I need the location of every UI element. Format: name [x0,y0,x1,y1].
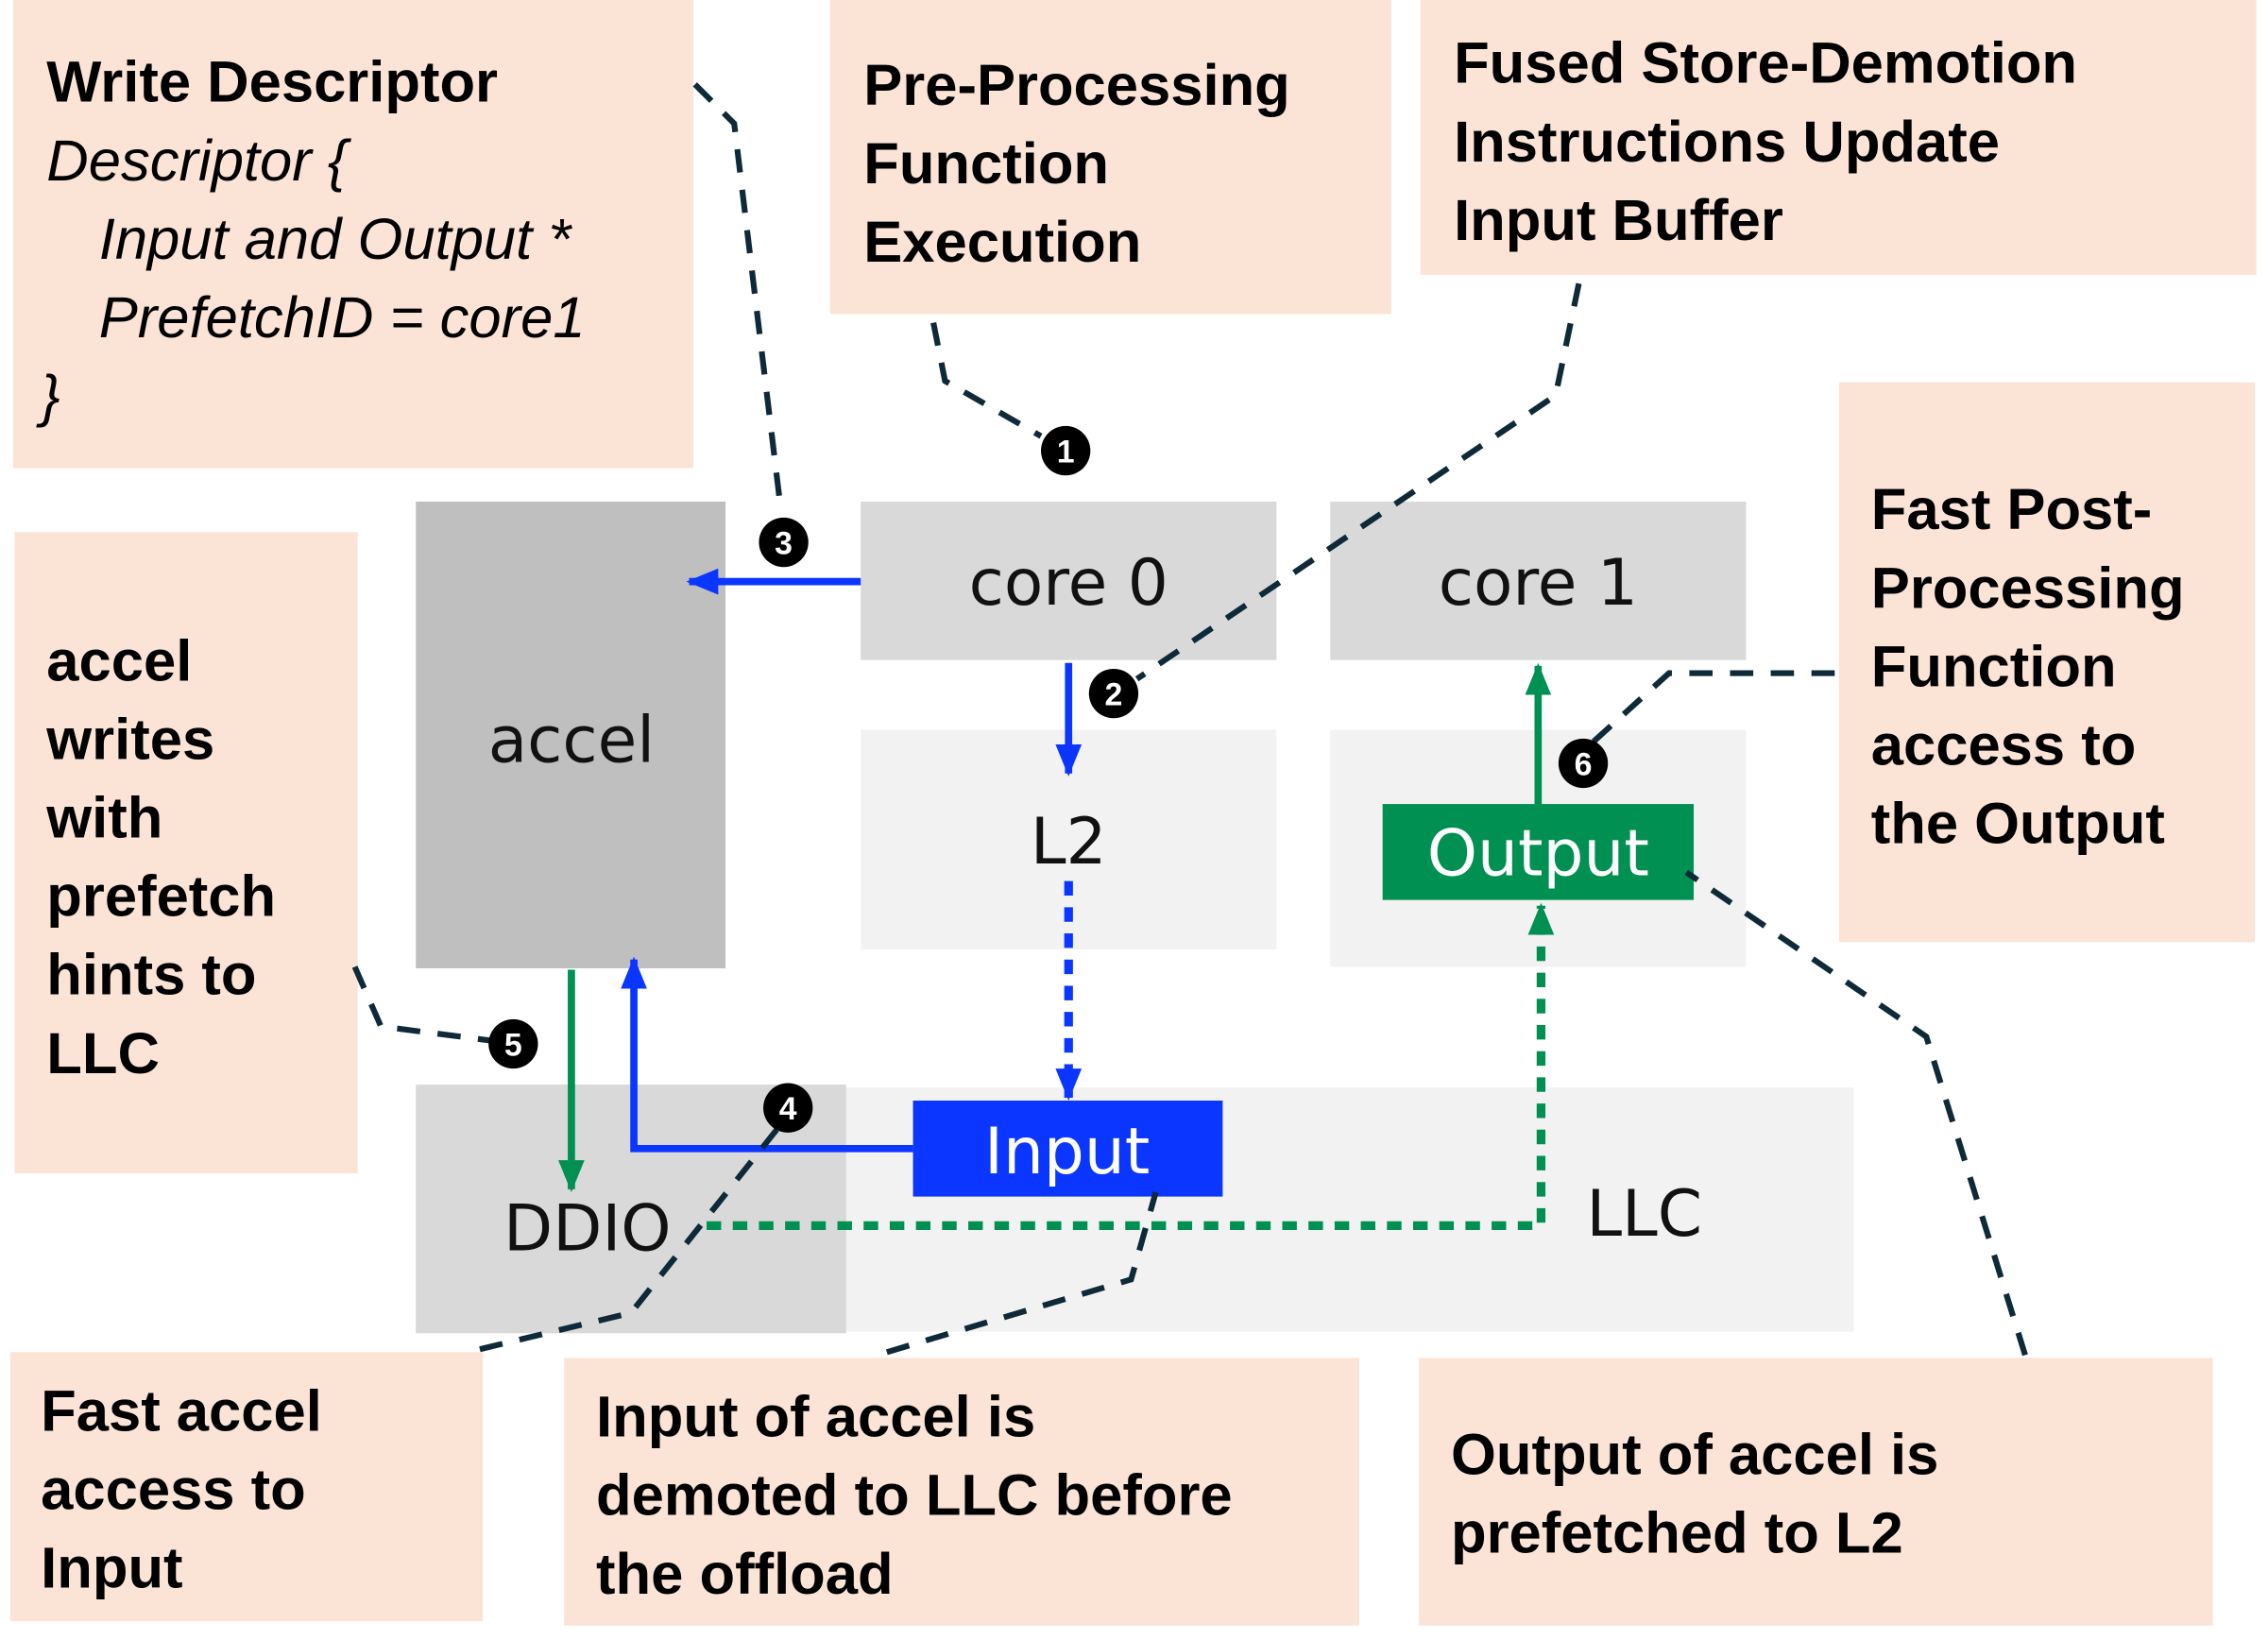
accel-label: accel [488,702,655,777]
input-buffer-label: Input [984,1114,1150,1188]
leader-input-demoted [885,1191,1159,1356]
step-badge-1: 1 [1041,425,1091,476]
leader-write-descriptor [692,82,784,510]
note-fast-accel: Fast accel access to Input [9,1352,484,1621]
step-badge-3: 3 [759,517,809,568]
note-fast-accel-line: Input [41,1536,182,1601]
note-pre-processing: Pre-Processing Function Execution [829,0,1391,315]
leader-fast-post [1588,670,1835,747]
note-fast-accel-line: Fast accel [41,1378,322,1444]
note-write-descriptor-line: Descriptor { [46,128,352,194]
note-write-descriptor-line: } [36,364,60,429]
svg-text:5: 5 [504,1027,522,1063]
note-input-demoted-line: the offload [596,1542,894,1607]
leader-pre-processing [930,322,1043,439]
l2-label: L2 [1031,804,1107,879]
note-accel-writes-line: prefetch [46,864,276,930]
note-write-descriptor: Write Descriptor Descriptor { Input and … [12,0,694,469]
note-fused-store-line: Input Buffer [1454,188,1783,253]
note-input-demoted: Input of accel is demoted to LLC before … [564,1358,1360,1626]
note-input-demoted-line: Input of accel is [596,1385,1035,1450]
output-buffer-label: Output [1427,815,1649,890]
core1-label: core 1 [1439,545,1638,620]
leader-accel-writes [351,965,495,1044]
note-fast-post-processing: Fast Post- Processing Function access to… [1838,382,2256,943]
note-input-demoted-line: demoted to LLC before [596,1463,1233,1529]
svg-text:6: 6 [1575,746,1593,782]
note-accel-writes-line: hints to [46,943,256,1008]
note-fused-store-line: Instructions Update [1454,110,2000,175]
note-fused-store: Fused Store-Demotion Instructions Update… [1420,0,2257,275]
leader-output-prefetched [1684,869,2028,1357]
core1-block [1330,501,1747,660]
svg-text:4: 4 [779,1091,797,1127]
llc-label: LLC [1586,1176,1702,1251]
accel-block [416,501,726,968]
note-accel-writes-line: accel [46,628,192,693]
ddio-label: DDIO [503,1191,672,1266]
step-badge-6: 6 [1558,738,1609,789]
note-output-prefetched-line: Output of accel is [1451,1423,1938,1488]
svg-text:1: 1 [1057,434,1075,470]
note-accel-writes: accel writes with prefetch hints to LLC [14,532,358,1173]
note-write-descriptor-line: PrefetchID = core1 [99,285,586,350]
step-badge-5: 5 [488,1018,538,1069]
note-accel-writes-line: with [45,785,162,850]
note-accel-writes-line: LLC [46,1021,160,1086]
output-buffer [1382,804,1695,900]
note-pre-processing-line: Execution [863,210,1141,275]
note-fast-post-line: Processing [1871,555,2185,621]
note-pre-processing-line: Pre-Processing [863,53,1290,118]
note-fused-store-line: Fused Store-Demotion [1454,31,2077,96]
note-output-prefetched-line: prefetched to L2 [1451,1501,1903,1566]
note-fast-post-line: access to [1871,713,2137,778]
note-pre-processing-line: Function [863,131,1109,196]
note-output-prefetched: Output of accel is prefetched to L2 [1419,1358,2213,1626]
step-badge-2: 2 [1088,668,1139,719]
note-accel-writes-line: writes [45,707,214,772]
leader-fused-store [1134,282,1582,682]
arrow-input-to-accel [621,956,913,1153]
note-fast-accel-line: access to [41,1457,306,1522]
arrow-ddio-to-output-dotted [707,902,1555,1230]
leader-fast-accel [479,1126,780,1353]
svg-text:2: 2 [1105,676,1123,712]
svg-text:3: 3 [775,525,793,561]
note-fast-post-line: Fast Post- [1871,477,2153,542]
note-fast-post-line: Function [1871,634,2117,699]
note-write-descriptor-line: Input and Output * [99,207,573,272]
input-buffer [912,1101,1223,1197]
note-write-descriptor-title: Write Descriptor [46,50,498,115]
step-badge-4: 4 [763,1083,813,1133]
core0-label: core 0 [969,545,1168,620]
note-fast-post-line: the Output [1871,792,2165,857]
